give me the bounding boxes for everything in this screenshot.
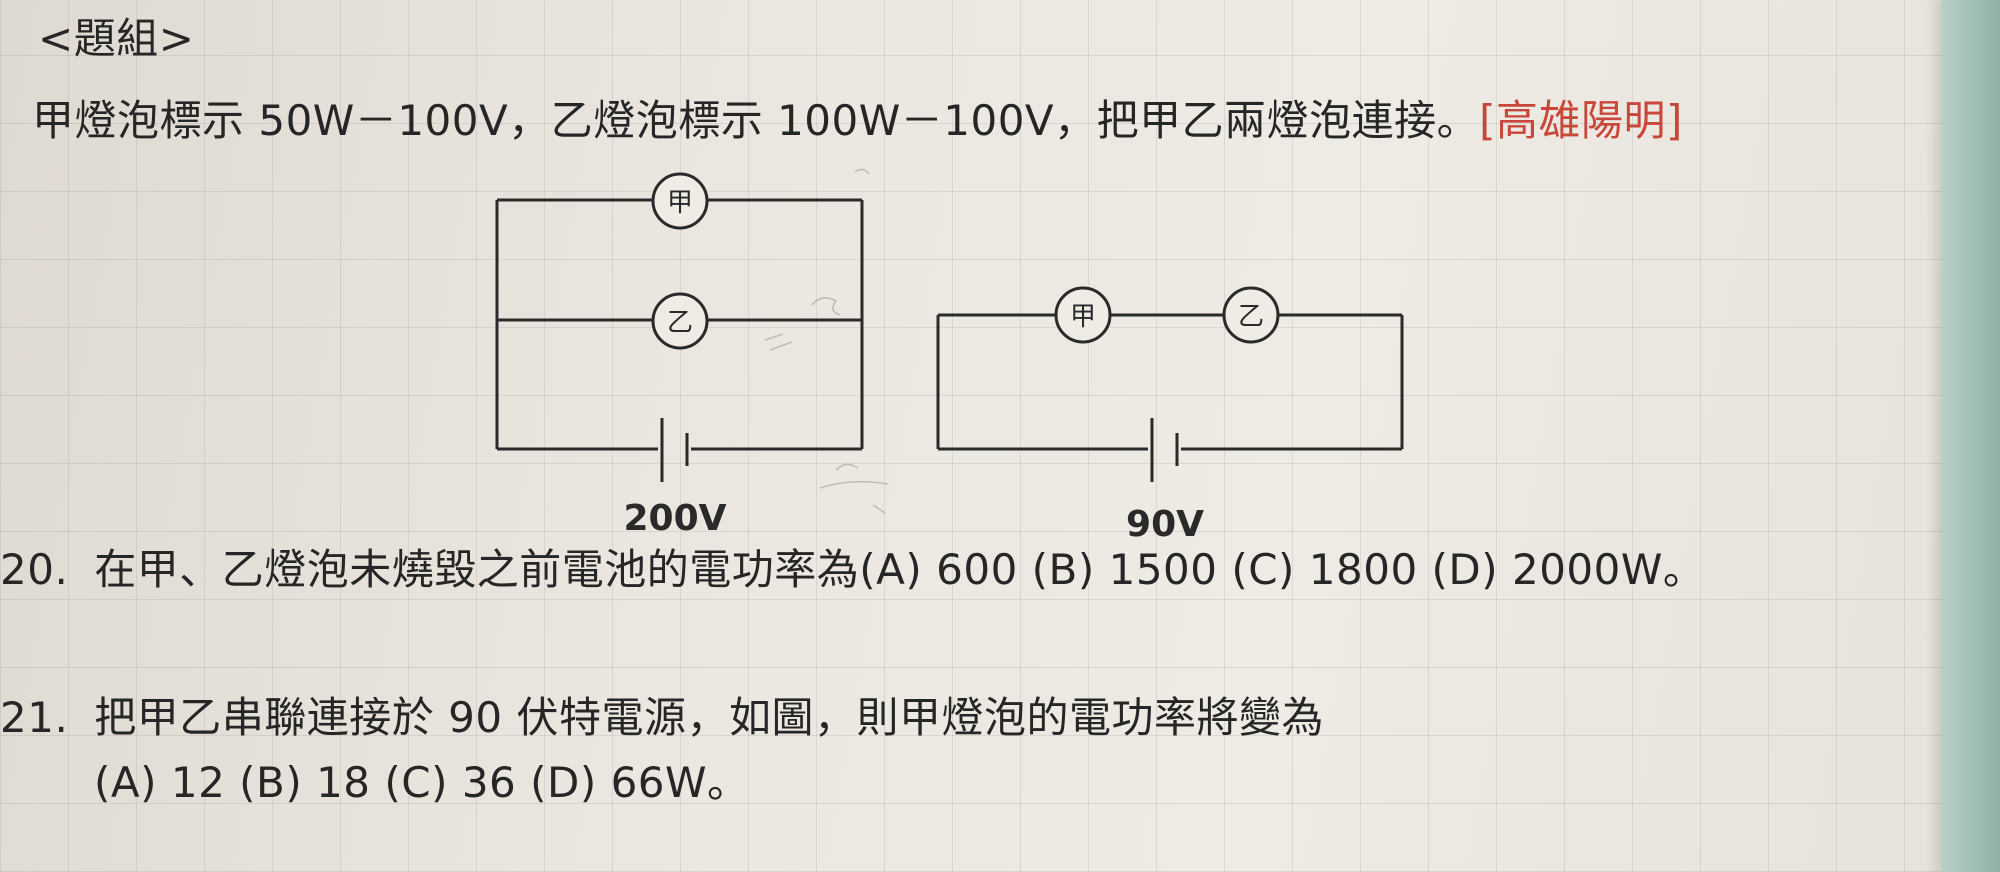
question-number: 21. — [0, 693, 69, 742]
pencil-marks — [764, 168, 889, 514]
bulb-b-label-series: 乙 — [1238, 302, 1264, 332]
source-tag: [高雄陽明] — [1479, 96, 1683, 145]
question-text: 在甲、乙燈泡未燒毀之前電池的電功率為(A) 600 (B) 1500 (C) 1… — [94, 545, 1706, 594]
parallel-circuit — [495, 172, 864, 482]
bulb-b-parallel — [651, 292, 709, 350]
question-21-options: (A) 12 (B) 18 (C) 36 (D) 66W。 — [94, 758, 750, 807]
bulb-a-parallel — [651, 172, 709, 230]
group-title: <題組> — [38, 14, 195, 63]
series-voltage-label: 90V — [1126, 504, 1204, 545]
bulb-b-label-parallel: 乙 — [667, 308, 693, 338]
series-circuit — [936, 286, 1404, 482]
question-text: 把甲乙串聯連接於 90 伏特電源，如圖，則甲燈泡的電功率將變為 — [94, 693, 1324, 742]
bulb-b-series — [1222, 286, 1280, 344]
intro-text: 甲燈泡標示 50W－100V，乙燈泡標示 100W－100V，把甲乙兩燈泡連接。 — [32, 96, 1480, 145]
bulb-a-label-parallel: 甲 — [667, 188, 693, 218]
question-21: 21. 把甲乙串聯連接於 90 伏特電源，如圖，則甲燈泡的電功率將變為 — [0, 693, 1324, 743]
question-20: 20. 在甲、乙燈泡未燒毀之前電池的電功率為(A) 600 (B) 1500 (C… — [0, 545, 1705, 595]
bulb-a-label-series: 甲 — [1070, 302, 1096, 332]
parallel-voltage-label: 200V — [623, 498, 726, 539]
question-number: 20. — [0, 545, 69, 594]
bulb-a-series — [1054, 286, 1112, 344]
page-edge — [1924, 0, 2000, 872]
problem-intro: 甲燈泡標示 50W－100V，乙燈泡標示 100W－100V，把甲乙兩燈泡連接。… — [32, 96, 1683, 146]
